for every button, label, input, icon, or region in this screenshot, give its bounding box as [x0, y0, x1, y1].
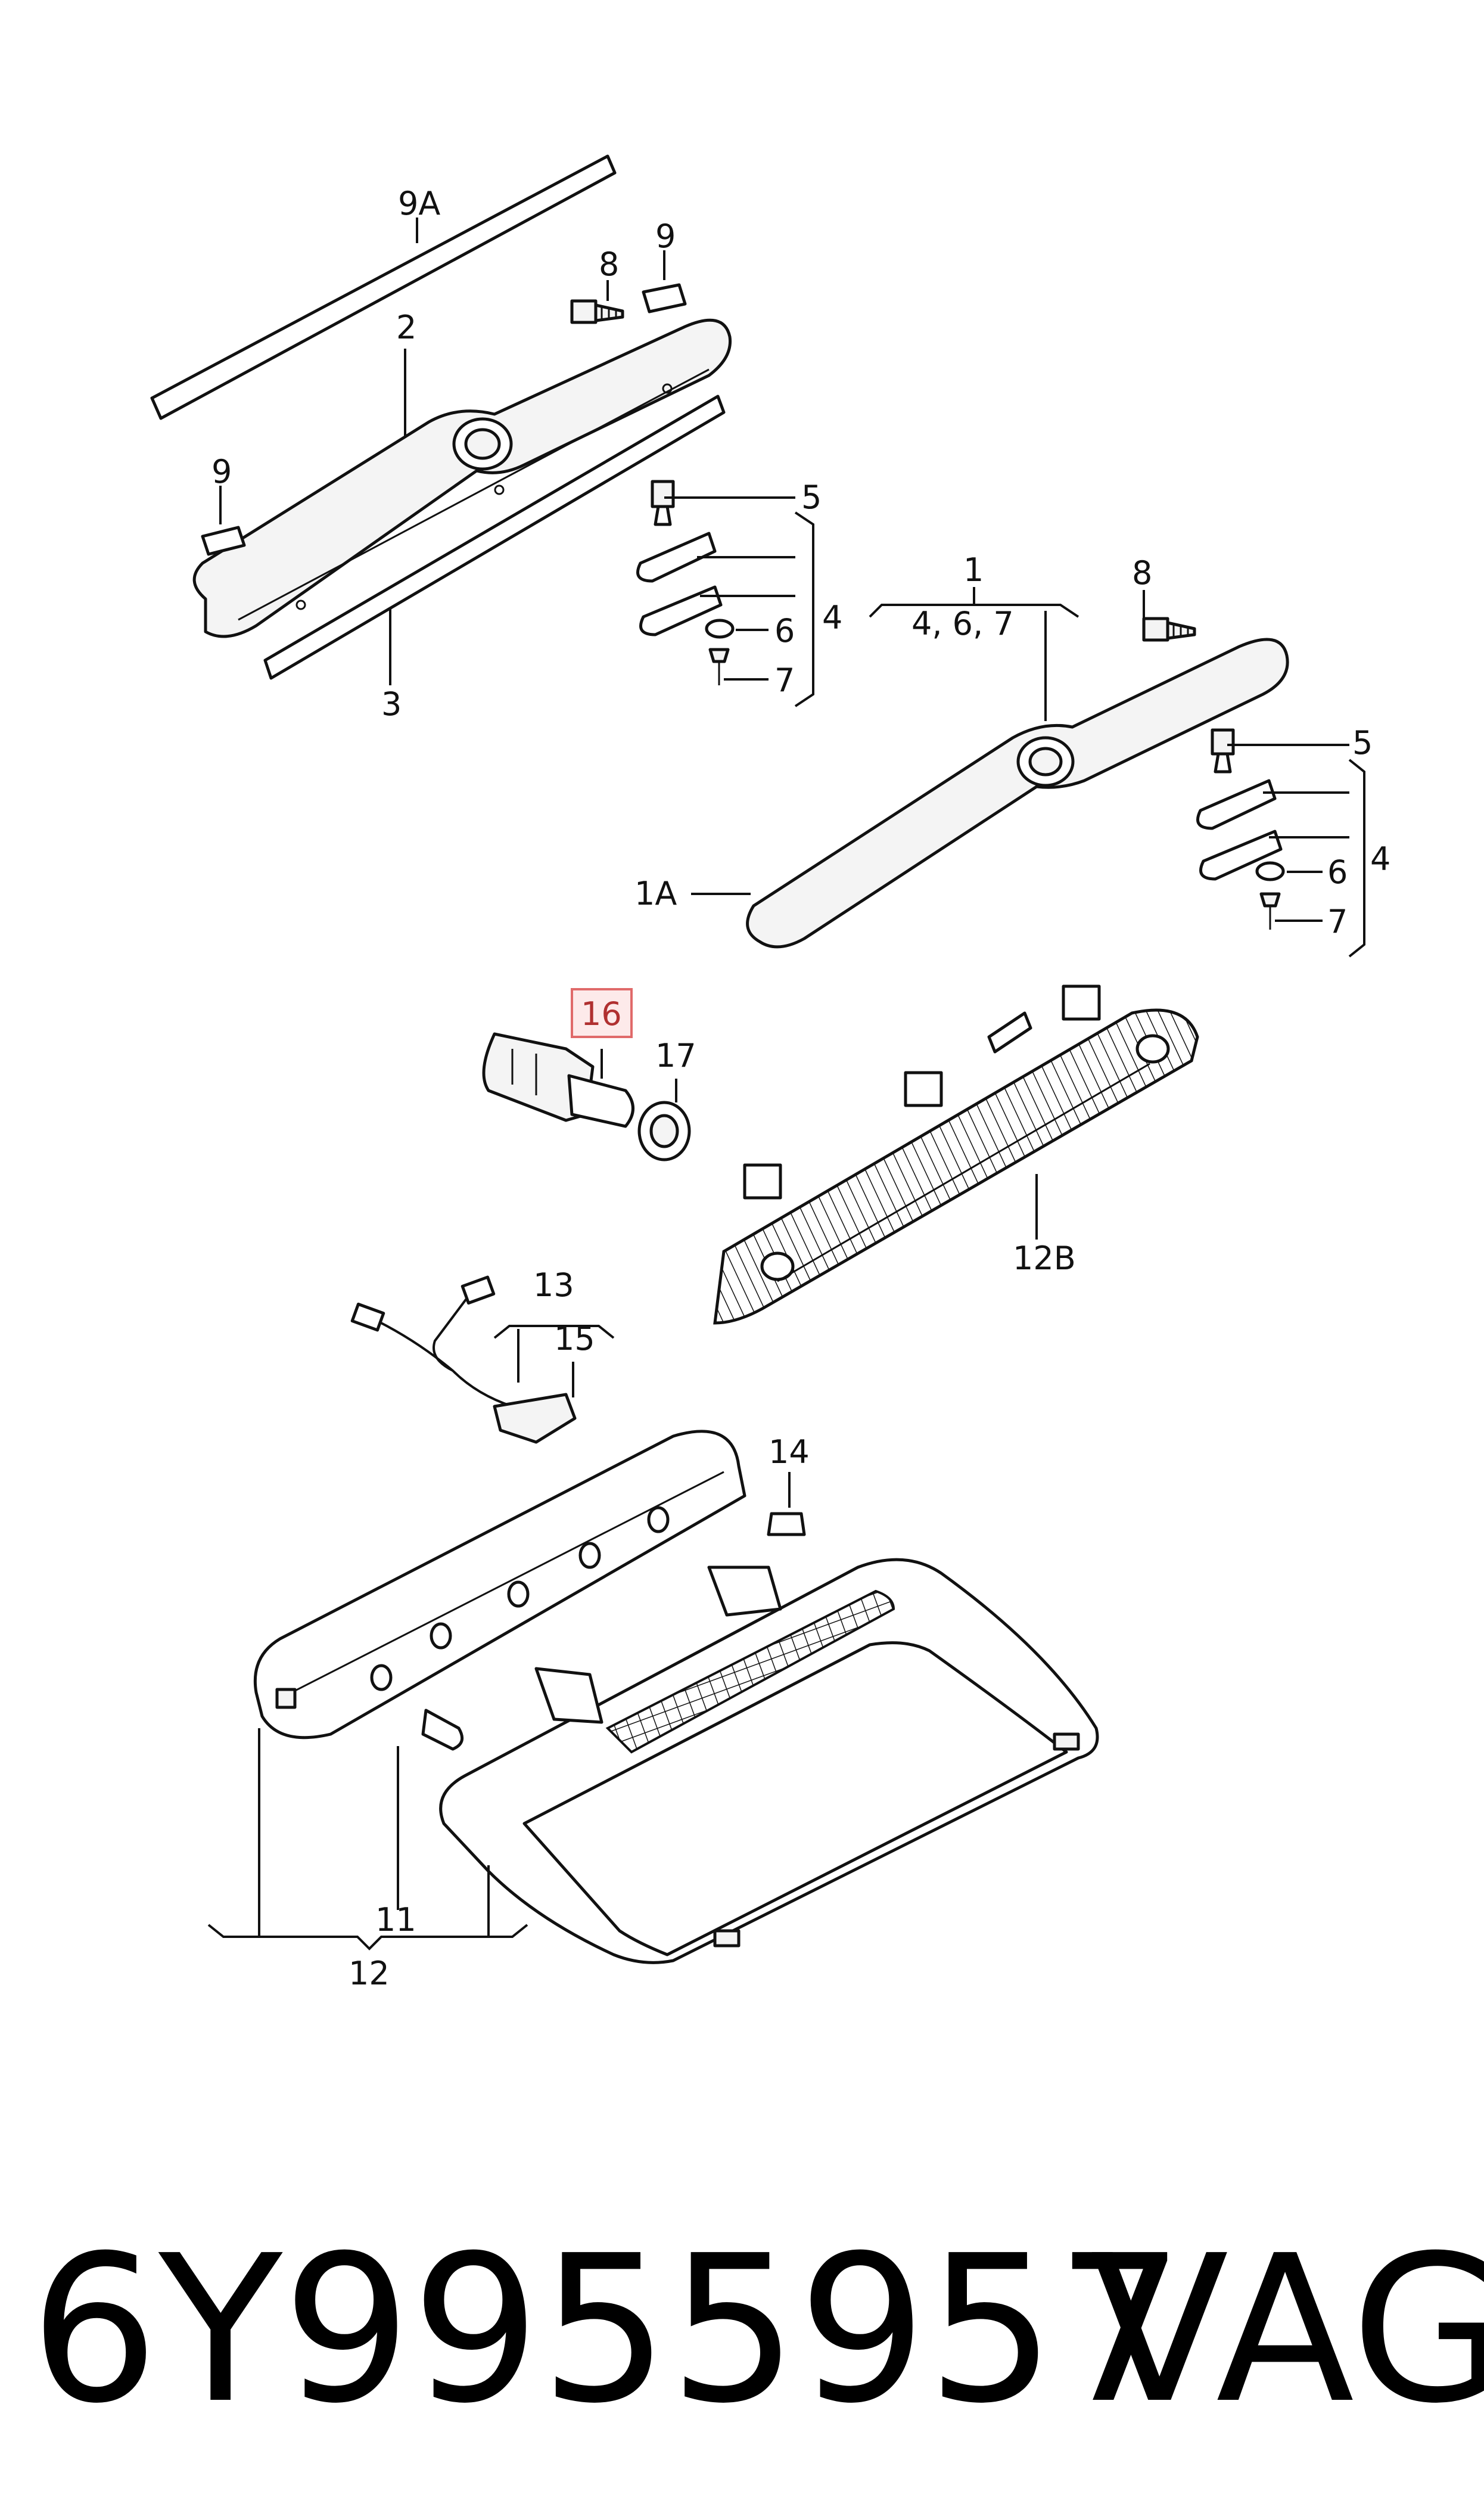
screw-8-upper	[570, 299, 624, 324]
callout-11: 11	[375, 1901, 416, 1939]
callout-12: 12	[349, 1955, 390, 1992]
mounting-kit-4-upper	[636, 480, 735, 685]
upper-trim-assembly	[150, 154, 735, 685]
part-number: 6Y9955957	[30, 2212, 1185, 2448]
callout-9-upper: 9	[655, 218, 676, 255]
strip-9A	[150, 154, 617, 420]
callout-1: 1	[963, 551, 984, 589]
callout-5-lower: 5	[1352, 724, 1373, 762]
callout-17: 17	[655, 1037, 696, 1074]
callout-9A: 9A	[398, 185, 440, 222]
callout-8-upper: 8	[599, 246, 619, 283]
callout-12B: 12B	[1013, 1240, 1076, 1277]
strip-3	[263, 395, 726, 680]
callout-6-lower: 6	[1327, 853, 1348, 891]
sensor-16	[482, 1032, 634, 1128]
callouts: 9A 8 9 2 9 3 5 4 6 7 1 4, 6, 7 8 5 4 6 7…	[211, 185, 1390, 1992]
trim-panel-2	[192, 318, 732, 638]
callout-6-upper: 6	[774, 612, 795, 650]
brand-label: VAG	[1090, 2212, 1484, 2448]
leader-lines	[207, 218, 1365, 1950]
callout-13: 13	[533, 1266, 574, 1304]
lamp-housing-12	[253, 1430, 1099, 1964]
callout-4-upper: 4	[822, 599, 842, 636]
trim-panel-1A	[746, 638, 1289, 949]
callout-15: 15	[554, 1320, 595, 1358]
callout-16: 16	[581, 995, 622, 1033]
brake-light-12B	[713, 984, 1199, 1325]
callout-4-lower: 4	[1370, 840, 1390, 878]
exploded-parts-diagram: 9A 8 9 2 9 3 5 4 6 7 1 4, 6, 7 8 5 4 6 7…	[150, 154, 1390, 1992]
seal-ring-17	[637, 1101, 691, 1161]
pad-9-left	[201, 526, 246, 556]
callout-3: 3	[381, 685, 402, 723]
screw-8-lower	[1142, 617, 1196, 642]
callout-2: 2	[396, 309, 416, 346]
mounting-kit-4-lower	[1196, 728, 1285, 930]
callout-7-upper: 7	[774, 661, 795, 699]
pad-9-upper	[642, 283, 687, 313]
wiring-harness-13	[350, 1275, 577, 1444]
callout-8-lower: 8	[1132, 554, 1152, 592]
lower-trim-assembly	[746, 617, 1289, 949]
highlight-box-16	[571, 988, 633, 1038]
callout-1A: 1A	[634, 875, 677, 912]
callout-5-upper: 5	[801, 479, 822, 516]
callout-7-lower: 7	[1327, 903, 1348, 940]
callout-1-subparts: 4, 6, 7	[911, 605, 1014, 642]
bulb-11	[421, 1709, 464, 1751]
callout-14: 14	[769, 1433, 810, 1471]
callout-9-left: 9	[211, 453, 232, 490]
